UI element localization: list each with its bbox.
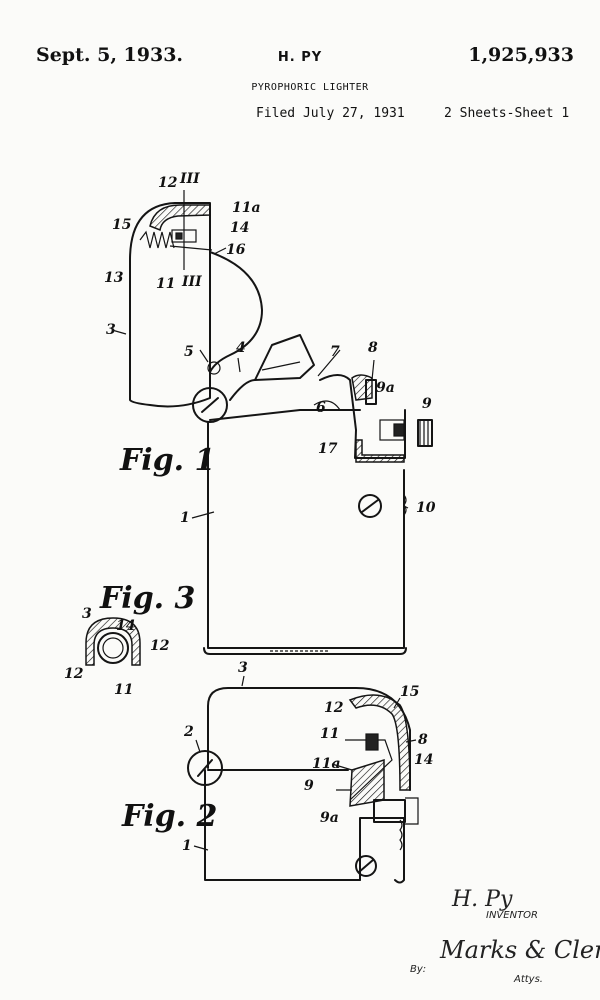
attorney-signature: Marks & Clerk — [439, 936, 600, 964]
ref-label: 10 — [416, 500, 436, 516]
ref-label: 14 — [230, 220, 249, 236]
ref-label: 11 — [320, 726, 339, 742]
ref-label: 12 — [150, 638, 170, 654]
ref-label: III — [181, 274, 202, 290]
ref-label: 3 — [82, 606, 92, 622]
figure-2-labels: 3 15 12 11 8 11a 14 2 9 9a 1 Fig. 2 — [121, 660, 433, 854]
ref-label: 1 — [180, 510, 190, 526]
ref-label: 9a — [320, 810, 339, 826]
ref-label: 12 — [158, 175, 178, 191]
ref-label: 9 — [422, 396, 432, 412]
ref-label: 17 — [318, 441, 338, 457]
ref-label: 15 — [400, 684, 419, 700]
figure-3-labels: 3 14 12 12 11 Fig. 3 — [64, 581, 195, 698]
attorney-suffix: Attys. — [513, 974, 543, 985]
ref-label: 11 — [114, 682, 133, 698]
inventor-signature: H. Py — [451, 887, 513, 912]
attorney-prefix: By: — [410, 964, 426, 975]
figure-1-caption: Fig. 1 — [119, 443, 215, 478]
ref-label: III — [179, 171, 200, 187]
ref-label: 3 — [106, 322, 116, 338]
ref-label: 11a — [312, 756, 341, 772]
ref-label: 8 — [368, 340, 378, 356]
ref-label: 16 — [226, 242, 246, 258]
ref-label: 1 — [182, 838, 192, 854]
figure-3-caption: Fig. 3 — [99, 581, 195, 616]
ref-label: 14 — [116, 618, 135, 634]
ref-label: 4 — [236, 340, 246, 356]
ref-label: 15 — [112, 217, 131, 233]
ref-label: 13 — [104, 270, 124, 286]
ref-label: 5 — [184, 344, 194, 360]
ref-label: 8 — [418, 732, 428, 748]
ref-label: 9a — [376, 380, 395, 396]
ref-label: 11a — [232, 200, 261, 216]
ref-label: 12 — [324, 700, 344, 716]
figure-2-caption: Fig. 2 — [121, 799, 217, 834]
ref-label: 11 — [156, 276, 175, 292]
inventor-caption: INVENTOR — [486, 910, 538, 921]
ref-label: 14 — [414, 752, 433, 768]
ref-label: 2 — [183, 724, 194, 740]
ref-label: 12 — [64, 666, 84, 682]
ref-label: 6 — [316, 400, 326, 416]
ref-label: 3 — [238, 660, 248, 676]
figure-2-drawing — [188, 688, 418, 883]
signature-block: H. Py INVENTOR By: Marks & Clerk Attys. — [410, 887, 600, 985]
ref-label: 9 — [304, 778, 314, 794]
